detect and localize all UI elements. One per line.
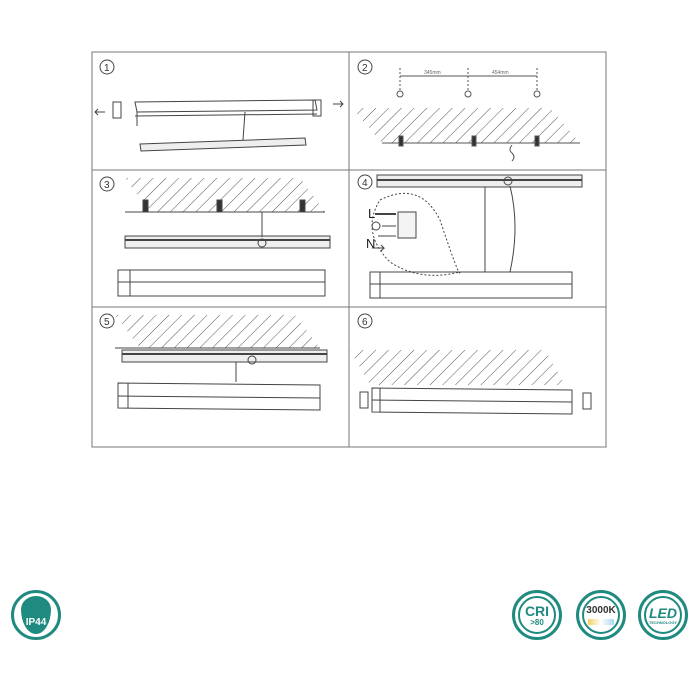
step-6-number: 6 xyxy=(362,317,368,328)
led-badge: LED TECHNOLOGY xyxy=(638,590,688,640)
color-temperature-scale xyxy=(588,619,614,625)
step-2-number: 2 xyxy=(362,63,368,74)
color-temperature-badge: 3000K xyxy=(576,590,626,640)
wire-label-neutral: N xyxy=(366,236,375,251)
led-technology-label: TECHNOLOGY xyxy=(648,619,678,625)
step-5-drawing xyxy=(115,315,328,411)
cri-badge: CRI >80 xyxy=(512,590,562,640)
led-label: LED xyxy=(649,604,677,621)
ip-rating: IP44 xyxy=(25,617,47,628)
step-3-number: 3 xyxy=(104,180,110,191)
cri-value: >80 xyxy=(530,617,544,627)
dimension-label-2: 454mm xyxy=(492,70,509,76)
step-6-drawing xyxy=(350,350,592,415)
wire-label-live: L xyxy=(368,206,375,221)
step-4-drawing xyxy=(369,174,583,299)
step-1-number: 1 xyxy=(104,63,110,74)
dimension-label-1: 345mm xyxy=(424,70,441,76)
step-3-drawing xyxy=(117,178,331,297)
panel-grid xyxy=(91,51,607,448)
color-temperature-value: 3000K xyxy=(586,605,616,616)
step-numbers xyxy=(99,59,373,329)
step-4-number: 4 xyxy=(362,178,368,189)
cri-label: CRI xyxy=(524,602,550,619)
step-2-drawing xyxy=(352,68,580,162)
step-1-drawing xyxy=(94,99,344,152)
water-drop-icon: IP44 xyxy=(21,596,51,634)
ip44-badge: IP44 xyxy=(11,590,61,640)
step-5-number: 5 xyxy=(104,317,110,328)
